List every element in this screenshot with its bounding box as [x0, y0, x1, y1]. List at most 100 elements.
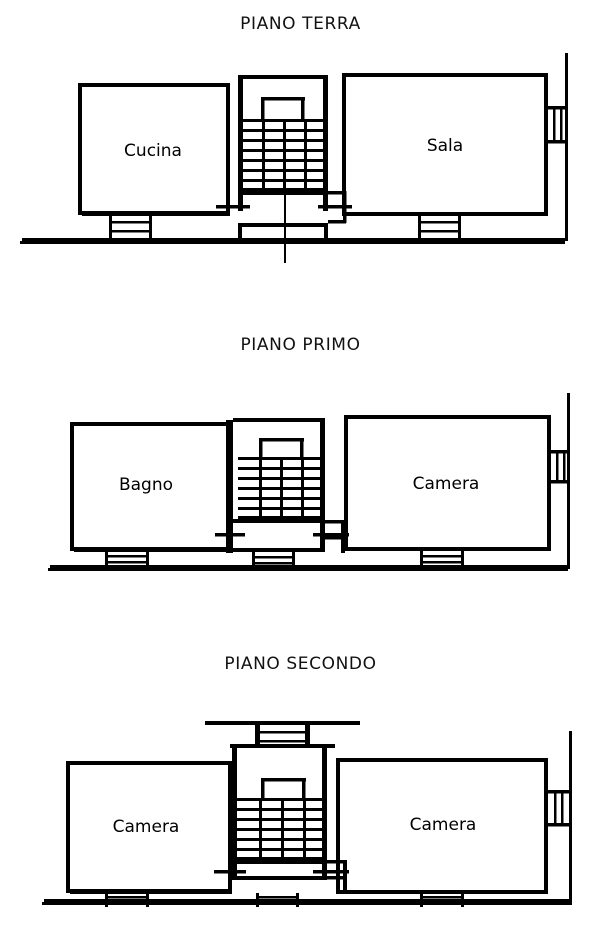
window-right-rail-1: [553, 109, 556, 140]
ground-line: [48, 568, 568, 571]
window-right-floor-rail-2: [418, 230, 461, 233]
doorway-marker-left: [216, 205, 250, 209]
stair-handrail-right: [300, 438, 304, 457]
window-right-floor-rail-2: [420, 561, 464, 564]
window-left-rail-2: [109, 230, 152, 233]
ground-line: [20, 241, 565, 244]
stair-landing-top: [238, 191, 328, 195]
camera-left-wall-top: [66, 761, 232, 765]
window-center-jamb-b: [292, 552, 295, 568]
window-left-jamb-b: [146, 551, 149, 568]
floorplan-svg-ground: Cucina: [20, 53, 568, 263]
window-left-rail-2: [105, 561, 149, 564]
plan-title-piano-terra: PIANO TERRA: [240, 14, 361, 34]
plan-drawing-piano-terra: Cucina: [0, 45, 601, 280]
window-center-rail-1: [252, 556, 295, 559]
cucina-wall-left: [78, 83, 82, 215]
stair-core-wall-top: [233, 418, 325, 422]
room-label-camera-left: Camera: [113, 817, 180, 837]
pier-cap-right: [325, 520, 345, 524]
camera-left-wall-left: [66, 761, 70, 893]
cucina-wall-top: [78, 83, 230, 87]
window-right-floor-jamb-b: [461, 551, 464, 568]
stair-handrail-right: [301, 97, 305, 119]
window-right-rail-2: [561, 793, 564, 823]
camera-right-wall-left: [336, 758, 340, 894]
window-right-floor-jamb-a: [420, 551, 423, 568]
sala-wall-bottom: [342, 212, 548, 216]
doorway-marker-right: [318, 205, 352, 209]
window-right-rail-2: [563, 453, 566, 480]
center-axis-line: [284, 195, 286, 263]
window-right-floor-rail-1: [420, 896, 464, 899]
window-right-floor-rail-1: [420, 555, 464, 558]
roof-slab-pier-right: [305, 725, 310, 747]
bagno-wall-top: [70, 422, 230, 426]
window-center-jamb-b: [296, 893, 299, 907]
window-right-floor-jamb-b: [461, 893, 464, 907]
ground-line: [42, 902, 572, 905]
stair-handrail-right: [302, 778, 306, 798]
stair-landing-bottom: [232, 876, 327, 880]
room-label-camera-right: Camera: [410, 815, 477, 835]
pier-mid-right: [325, 536, 345, 540]
roof-slab-bottom: [230, 744, 335, 748]
room-label-sala: Sala: [427, 136, 463, 156]
pier-base-right: [328, 220, 346, 224]
doorway-marker-right: [313, 533, 349, 537]
camera-right-wall-right: [544, 758, 548, 894]
stair-treads: [237, 798, 327, 861]
window-right-floor-jamb-a: [418, 216, 421, 241]
slab-line-lower: [22, 238, 565, 241]
window-right-floor-jamb-a: [420, 893, 423, 907]
window-right-head: [548, 106, 568, 110]
window-left-rail-1: [105, 896, 149, 899]
landing-pier-left: [238, 227, 242, 241]
pier-cap-right: [328, 191, 346, 195]
stair-core-wall-right: [322, 748, 327, 879]
stair-landing-top: [233, 519, 325, 523]
roof-slab-rail-1: [256, 731, 309, 734]
room-label-cucina: Cucina: [124, 141, 182, 161]
stair-handrail-top: [261, 97, 305, 101]
stair-treads: [238, 457, 325, 520]
window-left-jamb-b: [146, 893, 149, 907]
stair-landing-top: [232, 860, 327, 864]
window-left-jamb-b: [149, 216, 152, 241]
slab-line-upper-left: [70, 891, 232, 894]
window-left-jamb-a: [109, 216, 112, 241]
cucina-wall-right: [226, 83, 230, 215]
window-left-rail-2: [105, 902, 149, 905]
floorplan-svg-second: Camera Camera: [42, 721, 572, 907]
camera-wall-bottom: [344, 547, 551, 551]
stair-core-wall-left: [232, 748, 237, 879]
camera-right-wall-bottom: [336, 890, 548, 894]
window-left-jamb-a: [105, 893, 108, 907]
bagno-wall-left: [70, 422, 74, 551]
camera-wall-top: [344, 415, 551, 419]
plan-drawing-piano-primo: Bagno: [0, 365, 601, 605]
window-right-floor-jamb-b: [458, 216, 461, 241]
stair-treads: [243, 119, 328, 192]
camera-left-wall-right: [228, 761, 232, 893]
sala-wall-top: [342, 73, 548, 77]
window-left-rail-1: [105, 555, 149, 558]
roof-slab-pier-left: [255, 725, 260, 747]
window-right-rail-1: [556, 453, 559, 480]
doorway-marker-right: [313, 870, 349, 874]
exterior-boundary-right: [569, 731, 572, 902]
window-right-sill: [551, 480, 570, 484]
stair-handrail-left: [261, 97, 265, 119]
window-center-rail-2: [252, 562, 295, 565]
stair-handrail-left: [259, 438, 263, 457]
sala-wall-left: [342, 73, 346, 216]
plan-title-piano-primo: PIANO PRIMO: [240, 335, 361, 355]
slab-line-lower: [50, 565, 568, 568]
window-right-rail-1: [554, 793, 557, 823]
floorplan-svg-first: Bagno: [48, 393, 570, 571]
stair-handrail-top: [259, 438, 304, 442]
window-center-jamb-a: [252, 552, 255, 568]
stair-core-wall-right: [320, 418, 325, 551]
window-right-sill: [548, 823, 569, 827]
stair-landing-bottom: [238, 223, 328, 227]
